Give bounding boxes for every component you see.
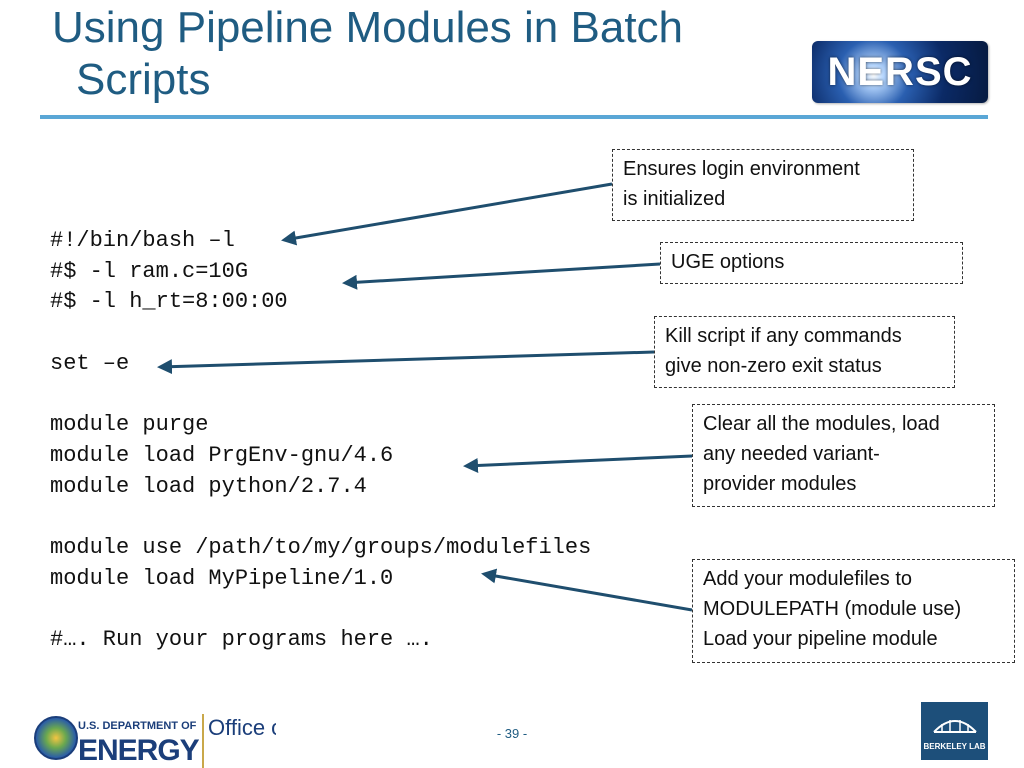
callout-text: give non-zero exit status [665, 355, 882, 377]
slide-title: Using Pipeline Modules in Batch Scripts [52, 2, 752, 106]
nersc-logo: NERSC [812, 41, 988, 103]
callout-uge-options: UGE options [660, 242, 963, 284]
callout-login-environment: Ensures login environment is initialized [612, 149, 914, 221]
berkeley-lab-dome-icon [932, 720, 977, 733]
code-line-runtime: #$ -l h_rt=8:00:00 [50, 289, 288, 315]
callout-text: Add your modulefiles to [703, 568, 913, 590]
doe-office-text: Office of Science [208, 715, 276, 740]
callout-text: Kill script if any commands [665, 325, 902, 347]
callout-text: Ensures login environment [623, 158, 860, 180]
code-block: #!/bin/bash –l #$ -l ram.c=10G #$ -l h_rt=… [50, 226, 591, 656]
berkeley-lab-text: BERKELEY LAB [923, 742, 986, 751]
arrow-uge-options [342, 262, 661, 290]
title-divider [40, 115, 988, 119]
doe-logo: U.S. DEPARTMENT OF ENERGY Office of Scie… [34, 708, 276, 768]
code-line-set-e: set –e [50, 350, 130, 376]
slide-title-line-2: Scripts [76, 55, 211, 104]
doe-department-text: U.S. DEPARTMENT OF [78, 720, 197, 732]
page-number: - 39 - [496, 726, 528, 741]
arrow-login-env [281, 182, 613, 246]
arrow-pipeline [481, 568, 693, 612]
code-line-load-python: module load python/2.7.4 [50, 473, 367, 499]
code-line-load-pipeline: module load MyPipeline/1.0 [50, 565, 394, 591]
callout-text: Load your pipeline module [703, 628, 938, 650]
code-line-run-comment: #…. Run your programs here …. [50, 626, 433, 652]
code-line-ram: #$ -l ram.c=10G [50, 258, 249, 284]
callout-text: UGE options [671, 251, 785, 273]
code-line-load-prgenv: module load PrgEnv-gnu/4.6 [50, 442, 394, 468]
arrow-set-e [157, 350, 655, 375]
callout-text: Clear all the modules, load [703, 413, 940, 435]
berkeley-lab-logo: BERKELEY LAB [921, 702, 988, 760]
nersc-logo-text: NERSC [827, 49, 973, 94]
doe-energy-text: ENERGY [78, 734, 200, 767]
arrow-modules [463, 454, 693, 473]
code-line-module-use: module use /path/to/my/groups/modulefile… [50, 534, 592, 560]
callout-text: is initialized [623, 188, 726, 210]
slide-title-line-1: Using Pipeline Modules in Batch [52, 3, 684, 52]
doe-seal-icon [34, 716, 78, 760]
doe-logo-divider [202, 714, 204, 768]
callout-text: any needed variant- [703, 443, 880, 465]
code-line-module-purge: module purge [50, 412, 209, 438]
callout-modulefiles: Add your modulefiles to MODULEPATH (modu… [692, 559, 1015, 663]
callout-text: MODULEPATH (module use) [703, 598, 962, 620]
code-line-shebang: #!/bin/bash –l [50, 228, 235, 253]
callout-clear-modules: Clear all the modules, load any needed v… [692, 404, 995, 507]
callout-kill-script: Kill script if any commands give non-zer… [654, 316, 955, 388]
callout-text: provider modules [703, 473, 857, 495]
